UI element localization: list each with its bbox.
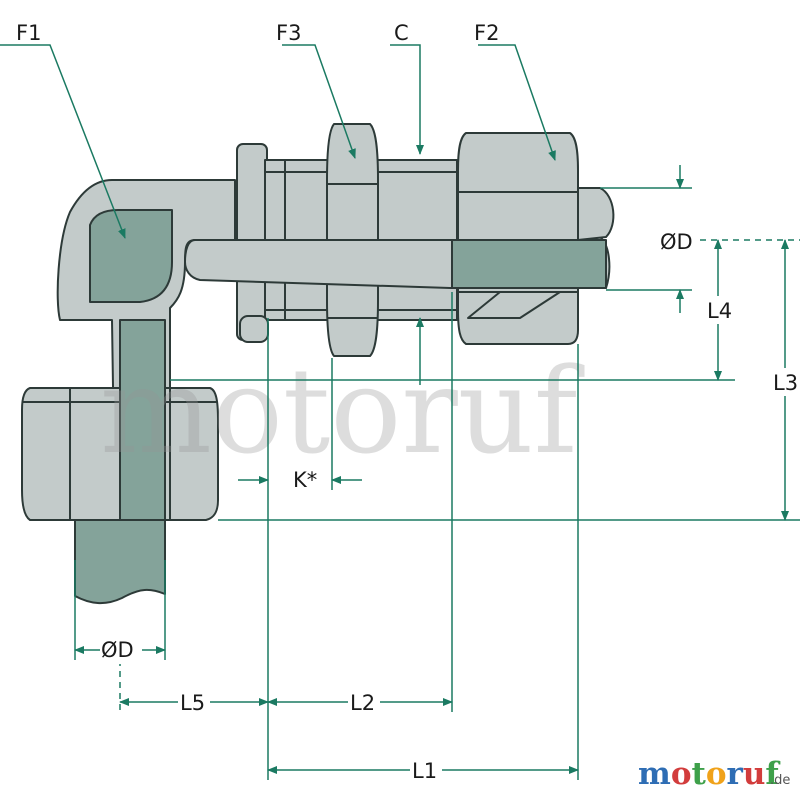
logo-letter: t xyxy=(692,756,707,792)
elbow-recess xyxy=(89,209,173,303)
label-l1: L1 xyxy=(412,759,437,783)
label-f2: F2 xyxy=(474,21,499,45)
label-f3: F3 xyxy=(276,21,301,45)
motoruf-logo: motoruf .de xyxy=(638,756,790,792)
label-f1: F1 xyxy=(16,21,41,45)
label-l4: L4 xyxy=(707,299,732,323)
svg-text:motoruf: motoruf xyxy=(638,756,780,792)
label-k: K* xyxy=(293,468,317,492)
label-od-bottom: ØD xyxy=(101,638,134,662)
labels: F1 F3 C F2 ØD L4 L3 K* ØD L5 L2 L1 xyxy=(16,21,800,784)
logo-letter: u xyxy=(743,756,766,792)
tube-vertical-wall xyxy=(119,319,166,521)
logo-letter: o xyxy=(671,756,692,792)
fitting-body xyxy=(21,123,615,604)
label-od-right: ØD xyxy=(660,230,693,254)
label-l3: L3 xyxy=(773,371,798,395)
tube-horizontal-bore xyxy=(451,239,607,289)
label-l5: L5 xyxy=(180,691,205,715)
tube-vertical xyxy=(74,519,166,604)
label-c: C xyxy=(394,21,409,45)
logo-letter: m xyxy=(638,756,671,792)
logo-letter: o xyxy=(706,756,727,792)
watermark-text: motoruf xyxy=(100,342,585,480)
label-l2: L2 xyxy=(350,691,375,715)
logo-suffix: .de xyxy=(770,773,790,788)
flange-lower-lobe xyxy=(239,315,269,343)
logo-letter: r xyxy=(727,756,744,792)
logo-letter: f xyxy=(765,756,780,792)
